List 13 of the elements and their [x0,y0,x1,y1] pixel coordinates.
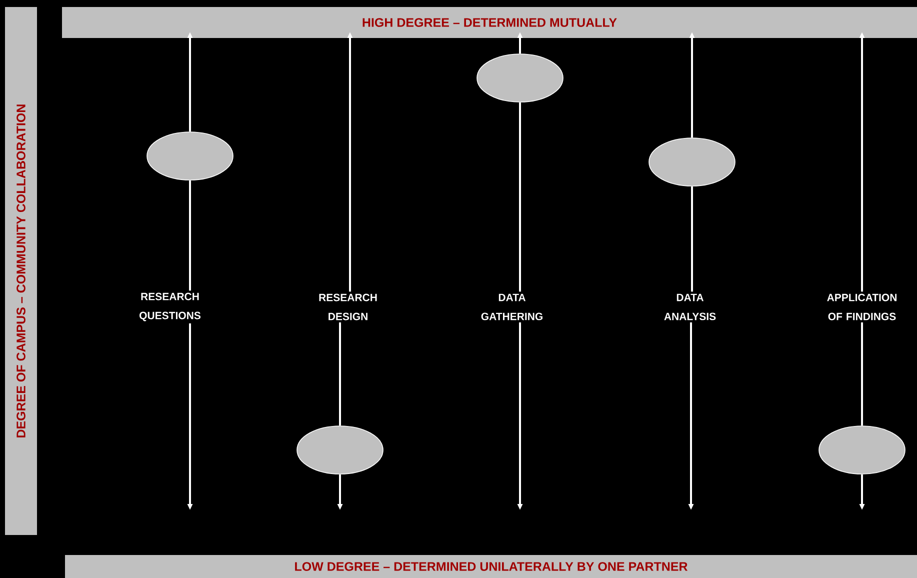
stage-label: APPLICATION OF FINDINGS [827,294,896,320]
stage-label: RESEARCH DESIGN [319,294,377,320]
stage-label: RESEARCH QUESTIONS [140,292,200,322]
stage-label: DATA ANALYSIS [664,294,716,320]
ellipse-marker [476,54,564,102]
scale-band: DEGREE OF CAMPUS – COMMUNITY COLLABORATION [5,7,37,535]
ellipse-marker [648,138,736,186]
scale-band: HIGH DEGREE – DETERMINED MUTUALLY [62,7,917,38]
ellipse-marker [146,132,234,180]
ellipse-marker [296,426,384,474]
scale-band: LOW DEGREE – DETERMINED UNILATERALLY BY ONE PARTNER [65,555,917,578]
ellipse-marker [818,426,906,474]
stage-label: DATA GATHERING [481,294,542,320]
